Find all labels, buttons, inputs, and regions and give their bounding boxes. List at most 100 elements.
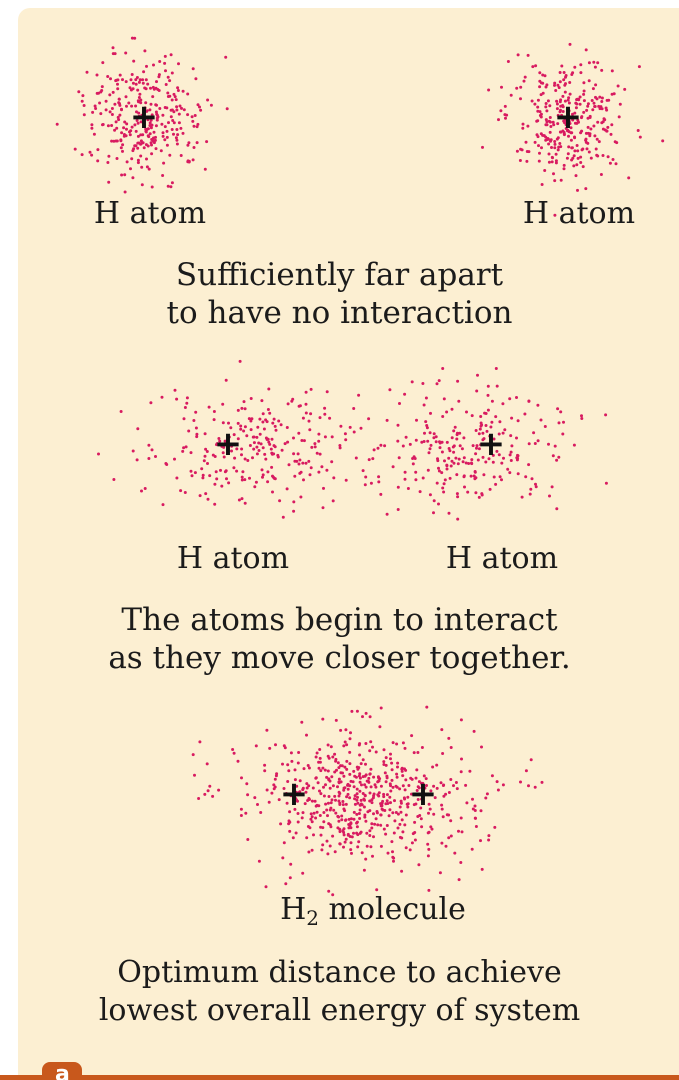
electron-dot xyxy=(181,89,185,93)
electron-dot xyxy=(627,176,631,180)
electron-dot xyxy=(501,431,505,435)
electron-dot xyxy=(155,103,158,107)
electron-dot xyxy=(265,788,269,792)
electron-dot xyxy=(152,141,156,145)
electron-dot xyxy=(586,125,590,129)
electron-dot xyxy=(205,450,209,453)
electron-dot xyxy=(587,150,591,154)
electron-dot xyxy=(403,746,407,750)
electron-dot xyxy=(327,889,331,893)
electron-dot xyxy=(374,750,378,754)
electron-dot xyxy=(541,133,545,137)
electron-dot xyxy=(194,410,198,414)
electron-dot xyxy=(464,461,468,465)
electron-dot xyxy=(221,421,225,425)
electron-dot xyxy=(121,149,124,153)
h2-label-rest: molecule xyxy=(319,892,466,927)
electron-dot xyxy=(177,62,180,66)
electron-dot xyxy=(131,176,135,180)
electron-dot xyxy=(425,784,428,787)
electron-dot xyxy=(137,114,141,118)
electron-dot xyxy=(287,769,291,773)
electron-dot xyxy=(364,857,368,861)
electron-dot xyxy=(264,457,268,461)
electron-dot xyxy=(232,466,236,470)
electron-dot xyxy=(549,125,553,128)
electron-dot xyxy=(251,456,254,460)
electron-dot xyxy=(323,435,327,439)
electron-dot xyxy=(405,802,409,806)
electron-dot xyxy=(334,811,338,815)
electron-dot xyxy=(376,446,380,450)
electron-dot xyxy=(293,474,297,478)
electron-dot xyxy=(304,790,308,794)
electron-dot xyxy=(294,831,298,835)
electron-dot xyxy=(401,444,405,448)
electron-dot xyxy=(374,817,378,821)
electron-dot xyxy=(422,403,426,407)
electron-dot xyxy=(407,784,411,787)
electron-dot xyxy=(198,105,201,109)
electron-dot xyxy=(338,842,342,846)
electron-dot xyxy=(506,60,510,63)
electron-dot xyxy=(449,464,453,468)
electron-dot xyxy=(396,765,399,769)
h2-symbol: H xyxy=(280,892,307,927)
electron-dot xyxy=(396,423,400,427)
electron-dot xyxy=(470,414,474,418)
electron-dot xyxy=(205,140,209,144)
electron-dot xyxy=(597,140,601,144)
electron-dot xyxy=(537,144,540,148)
electron-dot xyxy=(97,91,100,95)
electron-dot xyxy=(321,506,325,510)
electron-dot xyxy=(108,110,112,114)
electron-dot xyxy=(116,78,120,82)
electron-dot xyxy=(584,48,588,52)
electron-dot xyxy=(124,80,128,84)
electron-dot xyxy=(358,753,362,757)
electron-dot xyxy=(180,106,183,110)
electron-dot xyxy=(98,101,102,105)
electron-dot xyxy=(377,791,381,795)
electron-dot xyxy=(217,437,221,440)
electron-dot xyxy=(125,122,129,126)
electron-dot xyxy=(232,751,236,755)
electron-dot xyxy=(538,110,542,114)
electron-dot xyxy=(474,429,478,432)
electron-dot xyxy=(240,497,244,501)
electron-dot xyxy=(481,145,484,149)
electron-dot xyxy=(131,449,135,453)
electron-dot xyxy=(255,435,259,439)
electron-dot xyxy=(605,108,609,112)
electron-dot xyxy=(172,92,176,96)
electron-dot xyxy=(575,163,579,167)
electron-dot xyxy=(442,783,446,787)
electron-dot xyxy=(394,811,398,814)
electron-dot xyxy=(361,758,365,762)
electron-dot xyxy=(427,847,431,851)
electron-dot xyxy=(263,452,267,456)
electron-dot xyxy=(526,53,530,57)
electron-dot xyxy=(285,801,289,805)
electron-dot xyxy=(334,759,338,763)
electron-dot xyxy=(442,482,446,486)
electron-dot xyxy=(145,165,149,169)
electron-dot xyxy=(304,411,308,415)
electron-dot xyxy=(80,153,84,157)
electron-dot xyxy=(308,473,312,477)
electron-dot xyxy=(401,830,405,834)
electron-dot xyxy=(147,167,151,171)
electron-dot xyxy=(521,122,525,126)
electron-dot xyxy=(592,101,596,105)
electron-dot xyxy=(544,102,548,105)
electron-dot xyxy=(436,457,439,461)
electron-dot xyxy=(338,792,342,795)
electron-dot xyxy=(203,167,207,171)
electron-dot xyxy=(400,818,404,822)
electron-dot xyxy=(304,390,308,394)
electron-dot xyxy=(211,453,215,457)
electron-dot xyxy=(175,138,179,142)
electron-dot xyxy=(150,143,153,147)
electron-dot xyxy=(331,499,335,503)
electron-dot xyxy=(406,795,410,799)
